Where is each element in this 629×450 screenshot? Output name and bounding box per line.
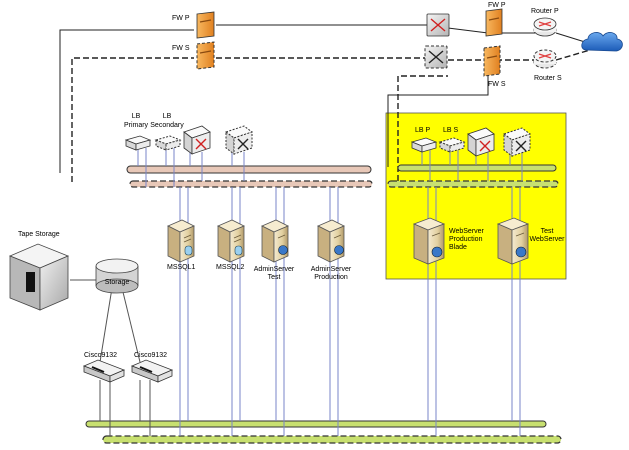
firewall-icon (196, 41, 215, 70)
cisco-label-2: Cisco9132 (134, 352, 167, 359)
router-s-label: Router S (534, 75, 562, 82)
firewall-icon (196, 11, 215, 39)
server-icon (496, 217, 530, 265)
webserver-prod-label-3: Blade (449, 244, 467, 251)
webserver-test-label: Test (541, 228, 554, 235)
san-switch-icon (130, 359, 174, 383)
load-balancer-icon (410, 137, 438, 153)
server-icon (261, 219, 289, 263)
server-icon (167, 219, 195, 263)
wan-secondary-links (71, 49, 591, 182)
storage-label: Storage (105, 279, 130, 286)
mssql2-label: MSSQL2 (216, 264, 245, 271)
lb-primary-label: LB (132, 113, 141, 120)
cisco-label-1: Cisco9132 (84, 352, 117, 359)
wan-primary-links (59, 24, 586, 173)
router-icon (533, 49, 557, 69)
mssql1-label: MSSQL1 (167, 264, 196, 271)
switch-icon (224, 125, 254, 155)
router-icon (533, 17, 557, 37)
switch-icon (467, 127, 495, 157)
load-balancer-icon (154, 135, 182, 151)
adminserver-test-label: AdminServer (254, 266, 295, 273)
fw-p-right-label: FW P (488, 2, 506, 9)
tape-library-icon (8, 243, 70, 311)
load-balancer-icon (438, 137, 466, 153)
switch-icon (183, 125, 211, 155)
server-icon (317, 219, 345, 263)
load-balancer-icon (124, 135, 152, 151)
switch-icon (426, 13, 450, 37)
san-switch-icon (82, 359, 126, 383)
webserver-prod-label-2: Production (449, 236, 483, 243)
lb-links (137, 148, 523, 187)
server-icon (217, 219, 245, 263)
router-p-label: Router P (531, 8, 559, 15)
storage-links (70, 279, 151, 436)
lb-secondary-label: LB (163, 113, 172, 120)
fw-s-left-label: FW S (172, 45, 190, 52)
fw-s-right-label: FW S (488, 81, 506, 88)
internet-cloud-icon (581, 32, 623, 52)
tape-storage-label: Tape Storage (18, 231, 60, 238)
fw-p-left-label: FW P (172, 15, 190, 22)
lb-s-label: LB S (443, 127, 459, 134)
adminserver-test-label-2: Test (268, 274, 281, 281)
lb-primary-label-2: Primary (124, 122, 149, 129)
storage-disk-icon (95, 258, 139, 294)
switch-icon (424, 45, 448, 69)
webserver-test-label-2: WebServer (530, 236, 566, 243)
diagram-labels: FW P FW S FW P FW S Router P Router S LB… (18, 2, 565, 359)
server-icon (412, 217, 446, 265)
adminserver-prod-label: AdminServer (311, 266, 352, 273)
adminserver-prod-label-2: Production (314, 274, 348, 281)
firewall-icon (485, 8, 503, 37)
backbone-bars (85, 164, 562, 444)
switch-icon (502, 127, 532, 157)
firewall-icon (483, 45, 501, 77)
lb-secondary-label-2: Secondary (150, 122, 184, 129)
lb-p-label: LB P (415, 127, 431, 134)
webserver-prod-label: WebServer (449, 228, 485, 235)
